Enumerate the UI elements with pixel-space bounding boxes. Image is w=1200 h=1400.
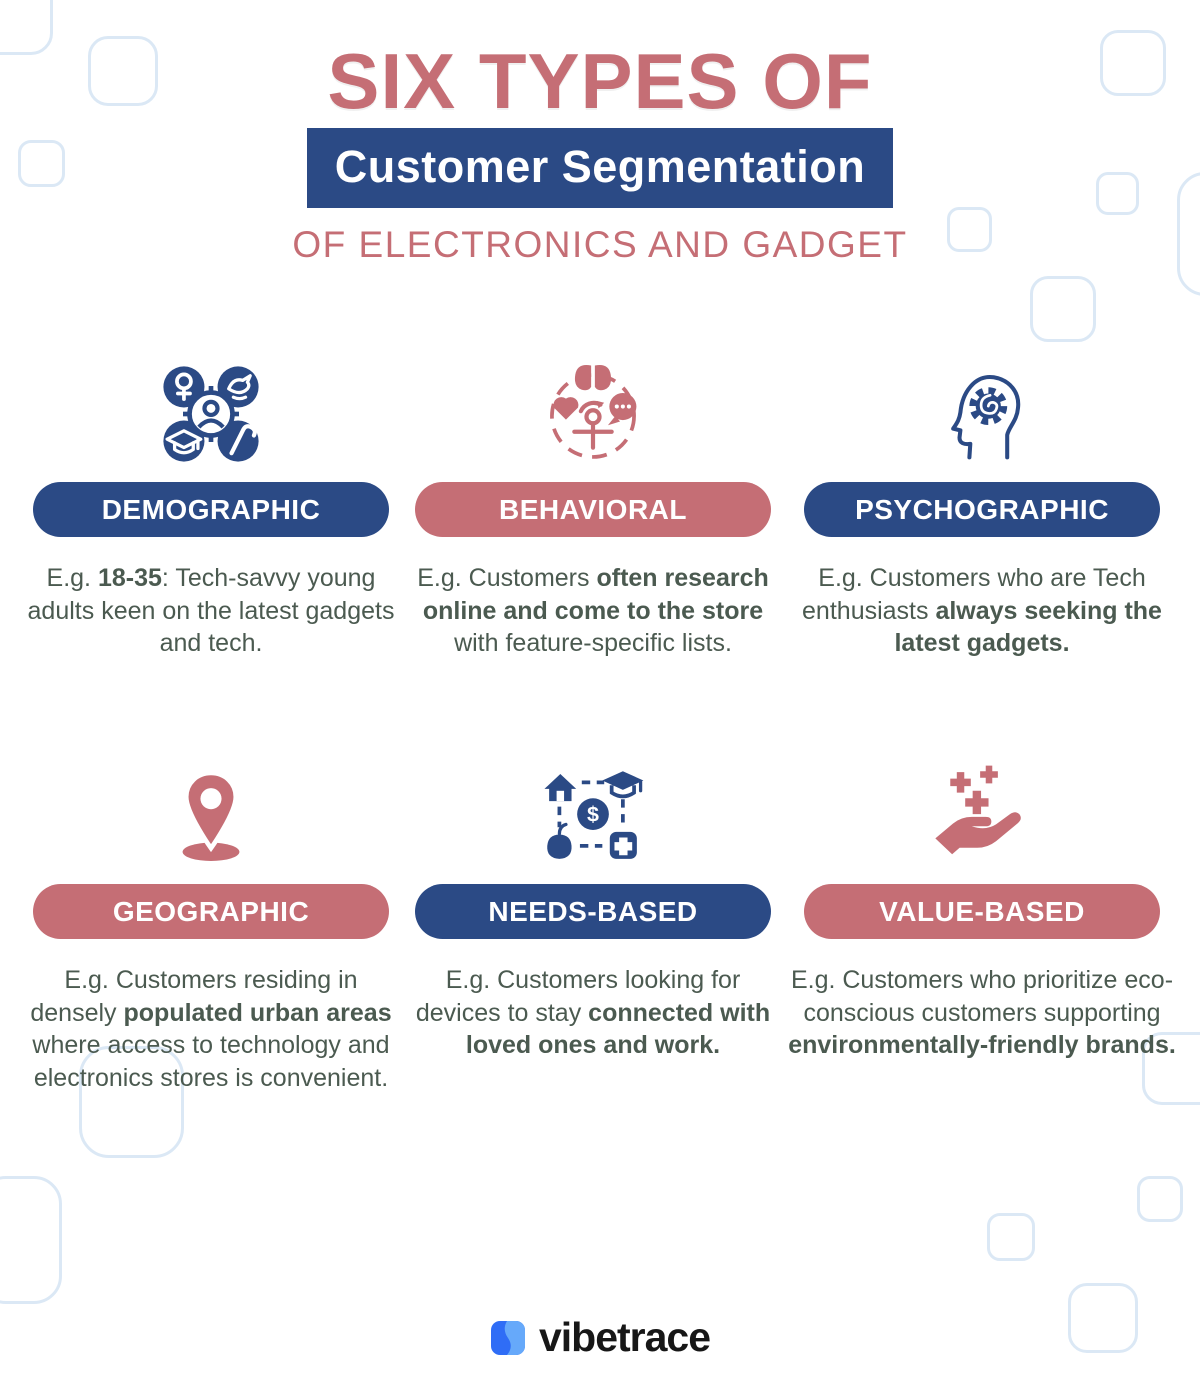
pill-geographic: GEOGRAPHIC <box>33 884 389 939</box>
behavioral-icon <box>537 352 649 470</box>
decorative-square <box>0 1176 62 1304</box>
description-behavioral: E.g. Customers often research online and… <box>417 564 769 657</box>
page-banner: Customer Segmentation <box>306 128 894 208</box>
decorative-square <box>1096 172 1139 215</box>
decorative-square <box>18 140 65 187</box>
segmentation-grid: DEMOGRAPHIC E.g. 18-35: Tech-savvy young… <box>0 352 1200 1156</box>
decorative-square <box>947 207 992 252</box>
svg-text:$: $ <box>587 803 599 827</box>
decorative-square <box>1137 1176 1183 1222</box>
card-value-based: VALUE-BASED E.g. Customers who prioritiz… <box>784 754 1180 1156</box>
card-needs-based: $ NEEDS-BASED E.g. Customers looking for… <box>402 754 784 1156</box>
header: SIX TYPES OF Customer Segmentation OF EL… <box>0 0 1200 266</box>
decorative-square <box>1142 1032 1200 1105</box>
decorative-square <box>1100 30 1166 96</box>
card-geographic: GEOGRAPHIC E.g. Customers residing in de… <box>20 754 402 1156</box>
description-needs-based: E.g. Customers looking for devices to st… <box>415 966 771 1059</box>
psychographic-icon <box>928 352 1036 470</box>
description-geographic: E.g. Customers residing in densely popul… <box>30 966 392 1092</box>
pill-value-based: VALUE-BASED <box>804 884 1160 939</box>
decorative-square <box>1030 276 1096 342</box>
page-subtitle: OF ELECTRONICS AND GADGET <box>292 224 908 265</box>
page-title: SIX TYPES OF <box>327 37 873 125</box>
description-value-based: E.g. Customers who prioritize eco-consci… <box>788 966 1176 1059</box>
card-behavioral: BEHAVIORAL E.g. Customers often research… <box>402 352 784 754</box>
pill-demographic: DEMOGRAPHIC <box>33 482 389 537</box>
needs-based-icon: $ <box>537 754 649 872</box>
demographic-icon <box>155 352 267 470</box>
value-based-icon <box>926 754 1038 872</box>
decorative-square <box>0 0 53 55</box>
decorative-square <box>1068 1283 1138 1353</box>
card-psychographic: PSYCHOGRAPHIC E.g. Customers who are Tec… <box>784 352 1180 754</box>
description-psychographic: E.g. Customers who are Tech enthusiasts … <box>802 564 1162 657</box>
pill-behavioral: BEHAVIORAL <box>415 482 771 537</box>
footer: vibetrace <box>0 1314 1200 1361</box>
pill-psychographic: PSYCHOGRAPHIC <box>804 482 1160 537</box>
card-demographic: DEMOGRAPHIC E.g. 18-35: Tech-savvy young… <box>20 352 402 754</box>
brand-name: vibetrace <box>538 1314 711 1360</box>
geographic-icon <box>156 754 266 872</box>
description-demographic: E.g. 18-35: Tech-savvy young adults keen… <box>27 564 395 657</box>
decorative-square <box>987 1213 1035 1261</box>
decorative-square <box>88 36 158 106</box>
pill-needs-based: NEEDS-BASED <box>415 884 771 939</box>
decorative-square <box>79 1046 184 1158</box>
vibetrace-logo-icon <box>490 1318 530 1358</box>
